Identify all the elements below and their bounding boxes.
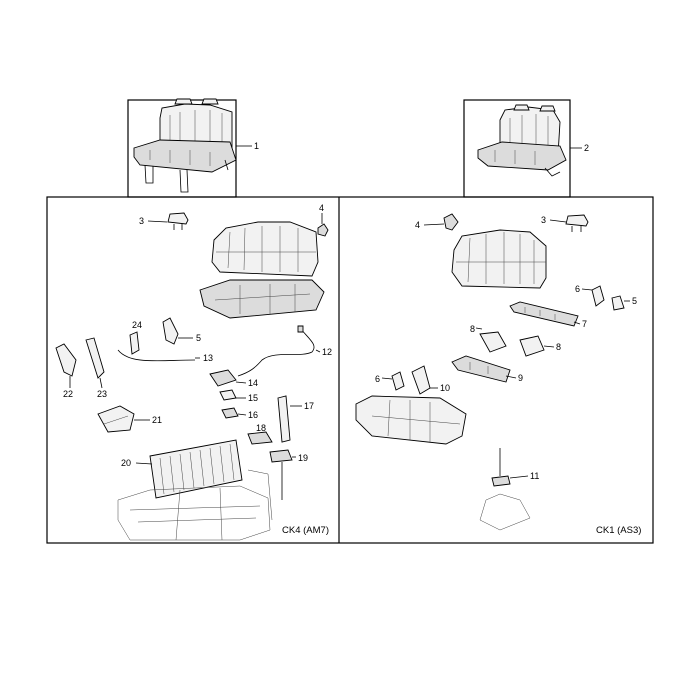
left-cable-12: 12	[237, 325, 332, 377]
left-seat-back	[211, 221, 319, 277]
right-part-4: 4	[415, 213, 459, 231]
right-part-6b: 6	[375, 371, 405, 391]
right-frame-9: 9	[451, 355, 523, 383]
callout-label: 18	[256, 423, 266, 433]
callout-label: 15	[248, 393, 258, 403]
caption-right: CK1 (AS3)	[596, 525, 641, 536]
callout-label: 13	[203, 353, 213, 363]
right-part-11: 11	[479, 448, 539, 531]
left-part-23: 23	[85, 337, 107, 399]
callout-label: 16	[248, 410, 258, 420]
callout-label: 23	[97, 389, 107, 399]
callout-label: 1	[254, 141, 259, 151]
right-headrest: 3	[541, 214, 589, 232]
left-headrest: 3	[139, 212, 189, 230]
callout-label: 19	[298, 453, 308, 463]
callout-label: 6	[375, 374, 380, 384]
left-latch-14: 14	[209, 369, 258, 388]
left-part-19: 19	[269, 449, 308, 500]
right-belt-8b: 8	[519, 335, 561, 357]
left-part-15: 15	[219, 389, 258, 403]
inset-seat-as3	[463, 99, 571, 198]
right-seat-back	[451, 229, 547, 289]
callout-label: 4	[415, 220, 420, 230]
callout-label: 9	[518, 373, 523, 383]
right-part-5: 5	[611, 295, 637, 311]
callout-label: 12	[322, 347, 332, 357]
left-seat-cushion	[199, 279, 325, 319]
callout-label: 2	[584, 143, 589, 153]
callout-label: 24	[132, 320, 142, 330]
callout-label: 21	[152, 415, 162, 425]
left-vehicle-floor	[117, 469, 273, 541]
panel-frame	[46, 196, 654, 544]
right-bracket-7: 7	[509, 301, 587, 329]
callout-label: 22	[63, 389, 73, 399]
callout-label: 8	[556, 342, 561, 352]
right-seat-cushion	[355, 395, 467, 445]
left-part-24: 24	[129, 320, 142, 355]
callout-label: 5	[196, 333, 201, 343]
callout-label: 7	[582, 319, 587, 329]
callout-2: 2	[570, 143, 589, 153]
callout-label: 11	[530, 471, 539, 481]
left-part-4: 4	[317, 203, 329, 237]
left-part-16: 16	[221, 407, 258, 420]
callout-label: 10	[440, 383, 450, 393]
caption-left: CK4 (AM7)	[282, 525, 329, 536]
callout-label: 20	[121, 458, 131, 468]
left-part-17: 17	[277, 395, 314, 443]
callout-label: 4	[319, 203, 324, 213]
callout-label: 3	[541, 215, 546, 225]
callout-label: 8	[470, 324, 475, 334]
left-part-22: 22	[55, 343, 77, 399]
left-part-18: 18	[247, 423, 273, 445]
right-part-10: 10	[411, 365, 450, 395]
callout-label: 17	[304, 401, 314, 411]
right-part-6a: 6	[575, 284, 605, 307]
left-cable-13: 13	[117, 349, 213, 363]
callout-label: 5	[632, 296, 637, 306]
left-floor-panel-20: 20	[121, 439, 243, 499]
left-part-21: 21	[97, 405, 162, 433]
callout-1: 1	[236, 141, 259, 151]
callout-label: 3	[139, 216, 144, 226]
callout-label: 6	[575, 284, 580, 294]
callout-label: 14	[248, 378, 258, 388]
right-belt-8a: 8	[470, 324, 507, 353]
left-part-5: 5	[162, 317, 201, 345]
inset-seat-am7	[127, 98, 237, 198]
